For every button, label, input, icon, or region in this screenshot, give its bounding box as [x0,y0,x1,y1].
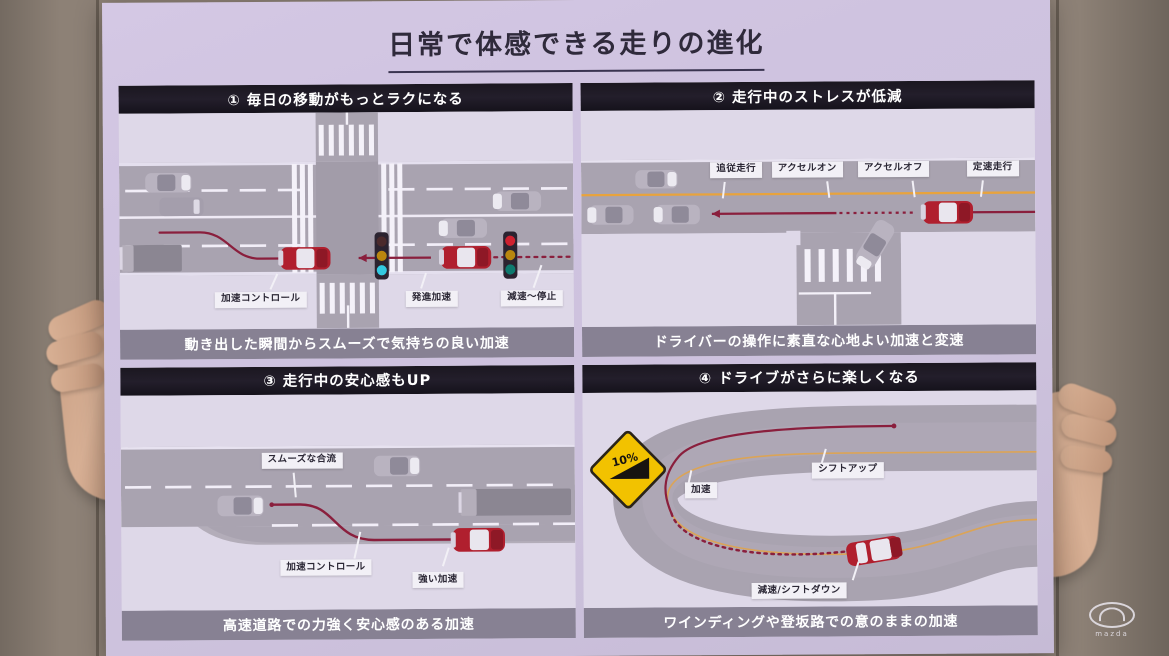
panel-3-diagram: スムーズな合流 加速コントロール 強い加速 [120,392,576,611]
traffic-light-icon [374,232,389,280]
finger [49,361,107,394]
truck-icon [458,487,572,516]
panel-1-caption: 動き出した瞬間からスムーズで気持ちの良い加速 [119,326,575,360]
panel-2-header: ② 走行中のストレスが低減 [580,80,1035,111]
label-launch-accel: 発進加速 [405,290,458,307]
car-gray [145,172,192,193]
winding-road-illustration: 10% [582,389,1038,608]
truck-icon [119,244,182,272]
steep-grade-sign-icon: 10% [590,430,667,508]
label-shift-up: シフトアップ [812,461,884,479]
highway-merge-illustration [120,392,576,611]
page-title: 日常で体感できる走りの進化 [387,20,765,74]
car-red-ego [846,535,903,566]
panel-3-caption: 高速道路での力強く安心感のある加速 [121,608,576,641]
label-decel-shift-down: 減速/シフトダウン [751,582,847,600]
panel-4-caption: ワインディングや登坂路での意のままの加速 [583,605,1038,638]
traffic-light-icon [503,231,518,279]
panel-3-header: ③ 走行中の安心感もUP [120,364,575,396]
panel-driving-stress: ② 走行中のストレスが低減 [580,80,1037,357]
label-decel-stop: 減速〜停止 [501,289,563,307]
label-accel-off: アクセルオフ [857,160,929,177]
label-follow-drive: 追従走行 [710,161,763,178]
panel-driving-fun: ④ ドライブがさらに楽しくなる [582,361,1038,638]
mazda-mark-icon [1089,602,1135,628]
mazda-logo: mazda [1081,602,1143,642]
panel-daily-mobility: ① 毎日の移動がもっとラクになる [118,83,575,360]
city-intersection-illustration [118,111,574,330]
board-title-wrap: 日常で体感できる走りの進化 [116,9,1036,75]
presentation-board: 日常で体感できる走りの進化 ① 毎日の移動がもっとラクになる [102,0,1054,656]
label-strong-accel: 強い加速 [412,572,464,589]
label-smooth-merge: スムーズな合流 [261,452,343,469]
wall-seam-right [1056,0,1059,656]
panel-grid: ① 毎日の移動がもっとラクになる [118,80,1038,641]
panel-4-diagram: 10% 加速 シフトアップ 減速/シフトダウン [582,389,1038,608]
car-gray [492,191,542,212]
car-red-ego [450,527,506,552]
car-gray-turning [856,219,895,270]
car-gray [635,169,678,189]
car-red-ego [920,200,974,224]
label-accel: 加速 [685,482,717,499]
label-accel-on: アクセルオン [771,161,843,178]
car-gray [159,197,204,217]
svg-text:10%: 10% [611,450,640,469]
panel-4-header: ④ ドライブがさらに楽しくなる [582,361,1037,393]
car-gray [653,204,700,225]
label-constant-speed: 定速走行 [966,160,1019,177]
mazda-wordmark: mazda [1095,630,1129,638]
panel-highway-confidence: ③ 走行中の安心感もUP [120,364,576,641]
arterial-road-illustration [580,108,1036,327]
panel-1-diagram: 加速コントロール 発進加速 減速〜停止 [118,111,574,330]
label-accel-control: 加速コントロール [280,559,372,577]
panel-2-caption: ドライバーの操作に素直な心地よい加速と変速 [581,323,1037,357]
car-gray [217,495,264,516]
car-gray [373,455,421,476]
car-red-ego [438,246,492,269]
panel-1-header: ① 毎日の移動がもっとラクになる [118,83,573,114]
car-gray [438,218,488,239]
label-accel-control: 加速コントロール [215,291,307,309]
car-red-ego [278,246,331,270]
car-gray [587,205,634,225]
panel-2-diagram: 追従走行 アクセルオン アクセルオフ 定速走行 [580,108,1036,327]
